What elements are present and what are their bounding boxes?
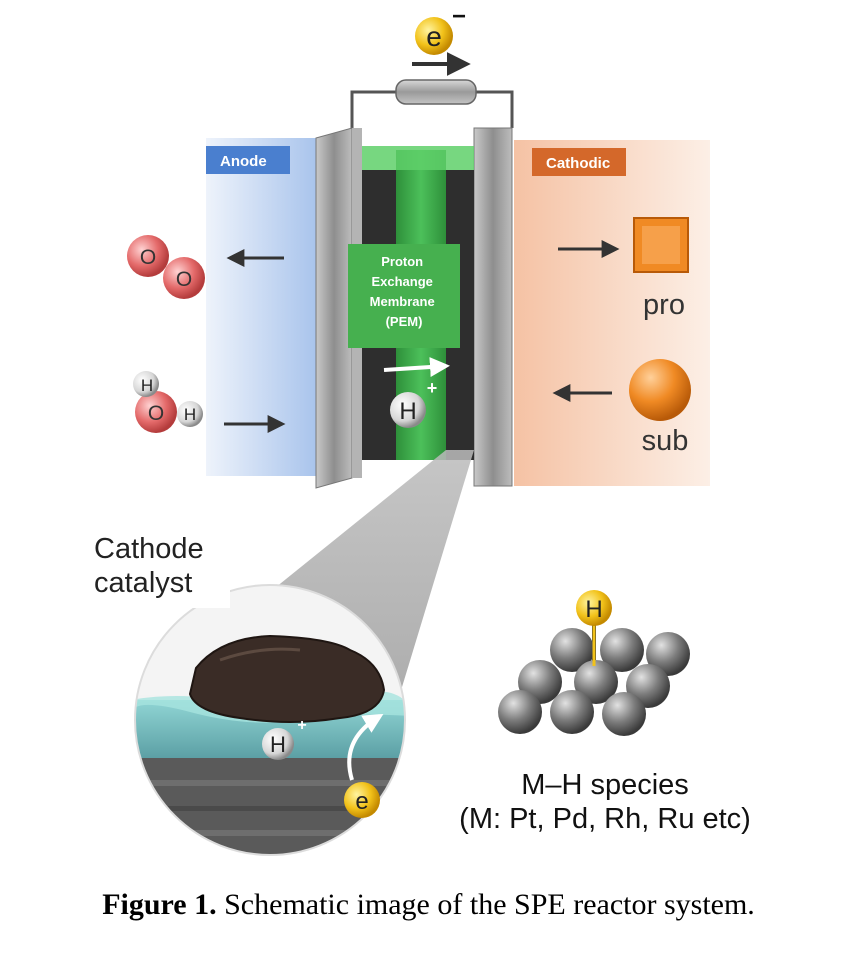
caption-bold: Figure 1. <box>102 888 217 921</box>
substrate-sphere-icon <box>629 359 691 421</box>
oxygen-molecule: O O <box>127 235 205 299</box>
proton-charge: + <box>427 378 438 398</box>
cathodic-tab <box>532 148 626 176</box>
cathode-catalyst-label: Cathode catalyst <box>88 528 230 608</box>
mh-species-line-2: (M: Pt, Pd, Rh, Ru etc) <box>459 803 751 835</box>
oxygen-atom-1: O <box>140 246 156 269</box>
cathode-chamber: Cathodic <box>514 140 710 486</box>
mh-species-line-1: M–H species <box>521 769 689 801</box>
figure-caption: Figure 1. Schematic image of the SPE rea… <box>0 888 857 922</box>
water-h-1: H <box>141 376 153 395</box>
cathodic-label: Cathodic <box>546 155 610 172</box>
anode-label: Anode <box>220 153 267 170</box>
pem-label-box <box>348 244 460 348</box>
metal-cluster: H <box>498 590 690 736</box>
anode-tab <box>206 146 290 174</box>
anode-chamber: Anode <box>206 138 316 476</box>
mh-species-label: M–H species (M: Pt, Pd, Rh, Ru etc) <box>440 768 770 836</box>
substrate-label: sub <box>642 425 689 457</box>
cathode-catalyst-line-2: catalyst <box>94 567 193 599</box>
resistor <box>395 79 477 105</box>
proton-exchange-membrane: Proton Exchange Membrane (PEM) H + <box>348 146 474 460</box>
proton-symbol: H <box>399 398 416 425</box>
caption-text: Schematic image of the SPE reactor syste… <box>216 888 755 921</box>
electron-label: e <box>426 21 442 52</box>
electron-icon-zoom <box>344 782 380 818</box>
pem-line-4: (PEM) <box>386 314 423 329</box>
water-o: O <box>148 402 164 425</box>
product-cube-icon <box>633 217 689 273</box>
oxygen-atom-2: O <box>176 268 192 291</box>
reduction-arrow <box>347 713 384 781</box>
proton-icon <box>390 392 426 428</box>
mh-h-label: H <box>585 596 602 623</box>
pem-line-2: Exchange <box>371 274 432 289</box>
electron-icon <box>415 17 453 55</box>
water-molecule: H O H <box>133 371 203 433</box>
svg-text:Proton Exchange Me: Proton Exchange Membrane (PEM) <box>370 254 439 329</box>
proton-icon-zoom <box>262 728 294 760</box>
water-h-2: H <box>184 405 196 424</box>
zoom-cone <box>260 450 474 720</box>
proton-charge-zoom: + <box>297 717 306 734</box>
magnified-catalyst-view: H + e <box>134 584 406 856</box>
product-label: pro <box>643 289 685 321</box>
cathode-catalyst-line-1: Cathode <box>94 533 204 565</box>
electron-charge: − <box>452 3 466 30</box>
proton-flow-arrow <box>383 357 450 378</box>
external-circuit: e − <box>350 3 514 128</box>
pem-line-1: Proton <box>381 254 423 269</box>
catalyst-particle <box>188 634 386 723</box>
proton-symbol-zoom: H <box>270 732 286 757</box>
electron-label-zoom: e <box>355 788 368 815</box>
hydrogen-adsorbed-icon <box>576 590 612 626</box>
pem-line-3: Membrane <box>370 294 435 309</box>
